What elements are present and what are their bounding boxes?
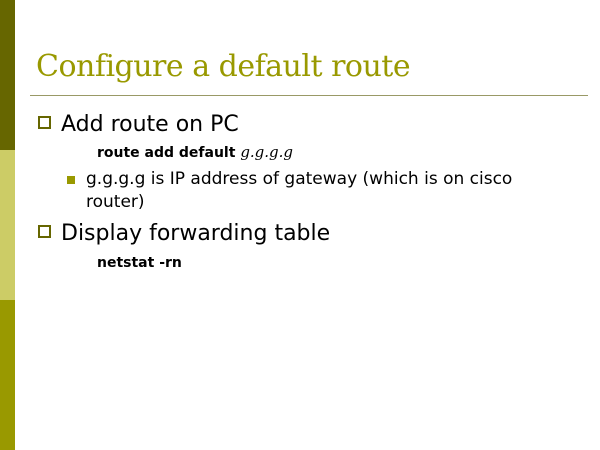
command-route-add: route add default g.g.g.g <box>97 143 293 161</box>
accent-bar-middle <box>0 150 15 300</box>
command-netstat: netstat -rn <box>97 255 182 271</box>
bullet-text: Add route on PC <box>61 112 239 137</box>
command-text: route add default <box>97 145 236 161</box>
title-divider <box>30 95 588 96</box>
hollow-square-bullet-icon <box>38 116 51 129</box>
bullet-add-route: Add route on PC <box>38 112 239 137</box>
bullet-text: Display forwarding table <box>61 221 331 246</box>
filled-square-bullet-icon <box>67 176 75 184</box>
sub-bullet-gateway: g.g.g.g is IP address of gateway (which … <box>67 168 556 214</box>
bullet-display-table: Display forwarding table <box>38 221 330 246</box>
accent-bar-top <box>0 0 15 150</box>
accent-bar-bottom <box>0 300 15 450</box>
sub-bullet-text: g.g.g.g is IP address of gateway (which … <box>86 169 513 212</box>
slide-title: Configure a default route <box>36 49 411 84</box>
command-text: netstat -rn <box>97 255 182 271</box>
command-arg: g.g.g.g <box>240 143 294 161</box>
hollow-square-bullet-icon <box>38 225 51 238</box>
